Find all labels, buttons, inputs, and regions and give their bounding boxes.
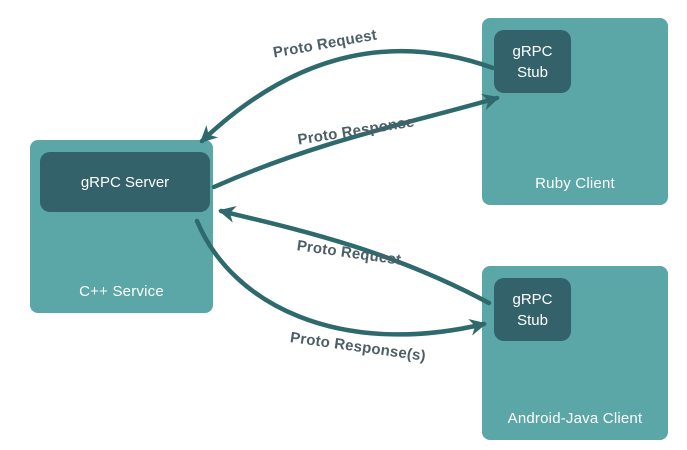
arrow-proto-responses-server-to-android	[194, 218, 487, 337]
edge-label-proto-request-bottom: Proto Request	[295, 237, 403, 269]
ruby-client-label: Ruby Client	[535, 175, 615, 192]
grpc-server-label: gRPC Server	[80, 173, 170, 191]
android-grpc-stub-label: gRPC Stub	[512, 290, 553, 329]
edge-label-proto-request-top: Proto Request	[271, 26, 379, 62]
node-android-grpc-stub: gRPC Stub	[494, 278, 571, 341]
node-android-java-client: Android-Java Client	[482, 266, 668, 440]
edge-label-proto-response: Proto Response	[296, 113, 416, 149]
cpp-service-label: C++ Service	[79, 283, 164, 300]
node-ruby-grpc-stub: gRPC Stub	[494, 30, 571, 93]
node-grpc-server: gRPC Server	[40, 152, 210, 212]
arrow-proto-response-server-to-ruby	[211, 93, 500, 190]
edge-label-proto-responses: Proto Response(s)	[289, 329, 427, 365]
ruby-grpc-stub-label: gRPC Stub	[512, 42, 553, 81]
android-java-client-label: Android-Java Client	[507, 410, 643, 427]
